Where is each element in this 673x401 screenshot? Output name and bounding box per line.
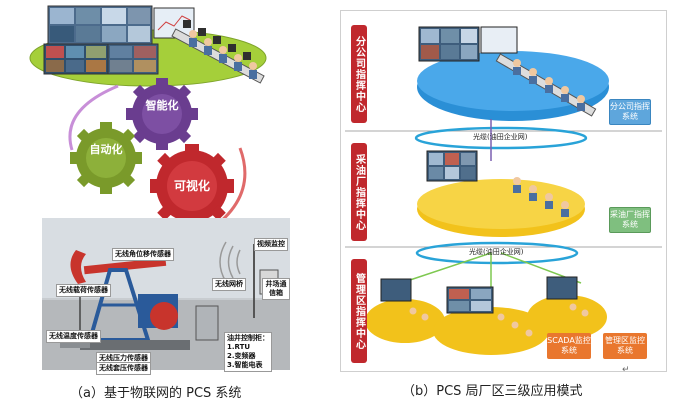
video-wall (43, 5, 195, 75)
tier3-oval-left (365, 299, 445, 343)
panel-a: 智能化 自动化 可视化 无线角位移传感器 视频监控 无线载荷传感器 无线网桥 井… (0, 0, 330, 401)
label-bridge: 无线网桥 (212, 278, 246, 291)
controller-item: 1.RTU (227, 343, 251, 351)
gear-label-visualization: 可视化 (173, 179, 210, 193)
tier1-video-wall (418, 26, 518, 62)
label-angle-sensor: 无线角位移传感器 (112, 248, 174, 261)
caption-b: （b）PCS 局厂区三级应用模式 (402, 384, 583, 399)
label-comm-box: 井场通信箱 (262, 278, 290, 300)
tier3-operators (409, 303, 589, 337)
network-ring-2 (415, 241, 579, 265)
label-load-sensor: 无线载荷传感器 (56, 284, 111, 297)
gear-automation (70, 122, 142, 194)
operator-desks (171, 20, 265, 84)
return-mark: ↵ (622, 365, 630, 375)
controller-box: 油井控制柜： 1.RTU 2.变频器 3.智能电表 (224, 332, 272, 372)
tier3-scada-box: SCADA监控系统 (547, 333, 591, 359)
gear-label-automation: 自动化 (89, 143, 123, 156)
controller-item: 3.智能电表 (227, 361, 263, 369)
tier3-oval-right (527, 295, 607, 339)
controller-item: 2.变频器 (227, 352, 256, 360)
controller-title: 油井控制柜： (227, 334, 269, 342)
tier1-system-box: 分公司指挥系统 (609, 99, 651, 125)
label-casing-sensor: 无线套压传感器 (96, 362, 151, 375)
tier1-operators (495, 53, 597, 117)
label-video: 视频监控 (254, 238, 288, 251)
label-temp-sensor: 无线温度传感器 (46, 330, 101, 343)
tier2-system-box: 采油厂指挥系统 (609, 207, 651, 233)
panel-b-graphics (345, 26, 662, 355)
gear-intelligent (126, 78, 198, 150)
tier2-video-wall (426, 150, 478, 182)
panel-a-graphics (29, 5, 290, 370)
tier3-title: 管理区指挥中心 (351, 259, 367, 363)
gear-label-intelligent: 智能化 (145, 99, 179, 112)
network-ring-1 (414, 126, 588, 150)
tier3-monitor-box: 管理区监控系统 (603, 333, 647, 359)
network-label-2: 光缆(油田企业网) (469, 248, 524, 256)
network-label-1: 光缆(油田企业网) (473, 133, 528, 141)
pump-jack (60, 250, 219, 350)
tier3-oval-center (433, 307, 549, 355)
caption-a: （a）基于物联网的 PCS 系统 (70, 386, 242, 401)
tier2-operators (513, 177, 569, 217)
panel-b: 分公司指挥中心 采油厂指挥中心 管理区指挥中心 分公司指挥系统 采油厂指挥系统 … (340, 10, 667, 372)
tier2-title: 采油厂指挥中心 (351, 143, 367, 241)
tier3-screens (380, 276, 578, 314)
tier1-title: 分公司指挥中心 (351, 25, 367, 123)
swoosh-arc-left (68, 84, 119, 151)
